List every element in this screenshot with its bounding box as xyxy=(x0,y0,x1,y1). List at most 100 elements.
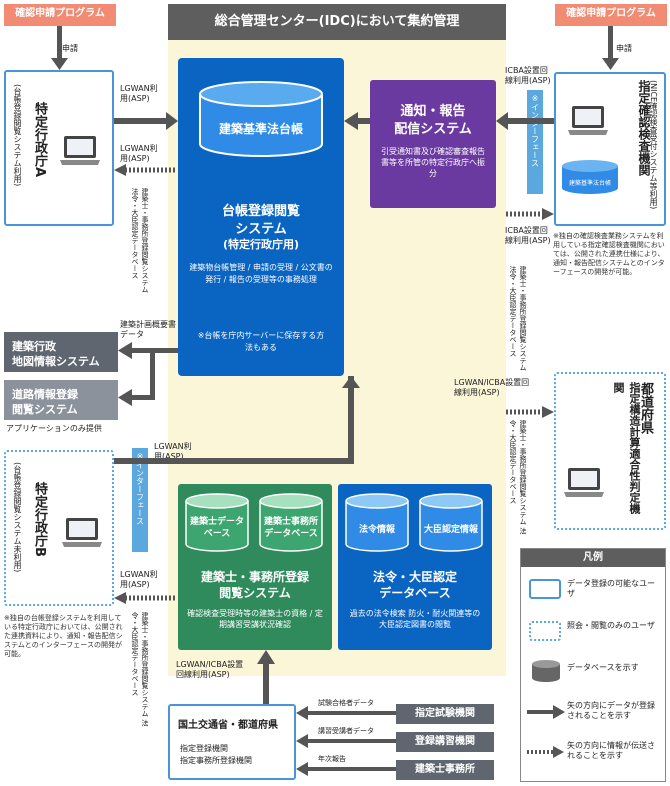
office-db-icon xyxy=(259,493,323,552)
road-system: 道路情報登録 閲覧システム xyxy=(4,380,118,420)
architect-desc: 確認検査受理時等の建築士の資格 / 定期講習受講状況確認 xyxy=(187,609,323,629)
laptop-icon xyxy=(568,106,608,135)
legend-item-5: 矢の方向に情報が伝送されることを示す xyxy=(567,741,655,760)
ledger-system-title3: (特定行政庁用) xyxy=(222,238,300,251)
law-system: 法令情報 大臣認定情報 法令・大臣認定 データベース 過去の法令検索 防火・耐火… xyxy=(338,484,492,650)
lgwan-icba-label-2: LGWAN/ICBA設置回線利用(ASP) xyxy=(176,660,244,679)
notify-title2: 配信システム xyxy=(394,122,472,137)
legend-item-1: データ登録の可能なユーザ xyxy=(567,579,655,598)
building-plan-data-label: 建築計画概要書データ xyxy=(120,320,176,339)
vert-list-2: 建築士・事務所登録閲覧システム 法令・大臣認定データベース xyxy=(509,266,527,371)
arrow-apply-left xyxy=(51,26,68,70)
architect-db-label: 建築士データベース xyxy=(189,517,244,539)
lgwan-label-2: LGWAN利用(ASP) xyxy=(120,144,158,163)
lgwan-icba-label-1: LGWAN/ICBA設置回線利用(ASP) xyxy=(454,378,530,397)
mlit-sub2: 指定事務所登録機関 xyxy=(180,756,252,765)
approval-db-icon xyxy=(419,493,483,552)
note-left: ※独自の台帳登録システムを利用している特定行政庁においては、公開された連携資料に… xyxy=(4,614,123,658)
arrow-ledger-gis xyxy=(118,342,178,359)
org-label-exam: 試験合格者データ xyxy=(318,699,374,707)
pref-sub: 指定構造計算適合性判定機関 xyxy=(612,382,641,514)
arrow-govA-ledger xyxy=(114,112,178,130)
org-exam: 指定試験機関 xyxy=(396,704,494,724)
laptop-icon xyxy=(62,518,102,547)
office-db-label: 建築士事務所データベース xyxy=(263,517,318,539)
arrow-to-shitei xyxy=(506,208,554,220)
architect-system: 建築士データベース 建築士事務所データベース 建築士・事務所登録 閲覧システム … xyxy=(178,484,332,650)
legend-item-3: データベースを示す xyxy=(567,663,639,672)
pref-box: 都道府県 指定構造計算適合性判定機関 xyxy=(554,372,666,530)
gov-a-box: (台帳登録閲覧システム利用) 特定行政庁A xyxy=(4,70,114,226)
center-title: 総合管理センター(IDC)において集約管理 xyxy=(168,4,506,40)
legend-dotted-arrow-icon xyxy=(527,746,564,758)
arrow-arch-govB xyxy=(114,592,175,604)
org-training: 登録講習機関 xyxy=(396,732,494,752)
mlit-sub1: 指定登録機関 xyxy=(180,744,228,753)
ledger-db-icon xyxy=(199,81,323,157)
gis-system: 建築行政 地図情報システム xyxy=(4,332,118,372)
ledger-system-note: ※台帳を庁内サーバーに保存する方法もある xyxy=(197,331,325,352)
app-only-label: アプリケーションのみ提供 xyxy=(6,424,102,433)
architect-title2: 閲覧システム xyxy=(219,586,291,600)
architect-title1: 建築士・事務所登録 xyxy=(200,570,309,584)
shitei-db-label: 建築基準法台帳 xyxy=(568,180,611,187)
laptop-icon xyxy=(564,468,604,497)
gis-line1: 建築行政 xyxy=(12,340,56,353)
architect-db-icon xyxy=(185,493,249,552)
legend-solid-arrow-icon xyxy=(527,705,565,719)
gov-a-title: 特定行政庁A xyxy=(32,102,47,178)
interface-label-right: ※インターフェース xyxy=(530,94,540,167)
arrow-to-road xyxy=(118,353,155,406)
ledger-system-desc: 建築物台帳管理 / 申請の受理 / 公文書の発行 / 報告の受理等の事務処理 xyxy=(189,263,333,284)
arrow-org-training xyxy=(296,734,396,748)
interface-label-left: ※インターフェース xyxy=(135,452,145,525)
arrow-org-office xyxy=(296,762,396,776)
arrow-ledger-govA xyxy=(114,164,175,176)
ledger-db-label: 建築基準法台帳 xyxy=(218,122,303,136)
note-right: ※独自の確認検査業務システムを利用している指定確認検査機関においては、公開された… xyxy=(553,232,665,276)
ledger-system-title2: システム xyxy=(235,222,287,237)
arrow-notify-ledger xyxy=(344,112,370,130)
vert-list-1: 建築士・事務所登録閲覧システム 法令・大臣認定データベース xyxy=(131,188,149,293)
mlit-box: 国土交通省・都道府県 指定登録機関 指定事務所登録機関 xyxy=(168,704,296,780)
mlit-title: 国土交通省・都道府県 xyxy=(178,720,278,731)
laptop-icon xyxy=(60,136,100,165)
legend-dotted-box xyxy=(529,621,561,641)
approval-db-label: 大臣認定情報 xyxy=(423,525,478,535)
gov-b-title: 特定行政庁B xyxy=(32,482,47,557)
arrow-org-exam xyxy=(296,706,396,720)
interface-tag-right: ※インターフェース xyxy=(527,90,543,194)
apply-program-left: 確認申請プログラム xyxy=(4,4,116,26)
law-title2: データベース xyxy=(379,586,451,600)
vert-list-3: 建築士・事務所登録閲覧システム 法令・大臣認定データベース xyxy=(509,420,527,535)
notify-desc: 引受通知書及び確認審査報告書等を所管の特定行政庁へ振分 xyxy=(381,147,485,178)
legend-title: 凡例 xyxy=(521,549,665,567)
arrow-mlit-arch xyxy=(257,650,275,704)
gov-b-box: (台帳登録閲覧システム未利用) 特定行政庁B xyxy=(4,450,114,606)
apply-label-left: 申請 xyxy=(62,44,78,53)
shitei-title: 指定確認検査機関 xyxy=(637,80,651,176)
org-label-training: 講習受講者データ xyxy=(318,727,374,735)
ledger-system: 建築基準法台帳 台帳登録閲覧 システム (特定行政庁用) 建築物台帳管理 / 申… xyxy=(178,58,344,376)
arrow-to-pref xyxy=(506,406,554,418)
road-line1: 道路情報登録 xyxy=(12,388,78,401)
shitei-db-icon xyxy=(562,160,618,194)
legend-solid-box xyxy=(529,579,561,599)
org-office: 建築士事務所 xyxy=(396,760,494,780)
legend-item-2: 照会・閲覧のみのユーザ xyxy=(567,621,655,630)
pref-title: 都道府県 xyxy=(638,382,653,434)
interface-tag-left: ※インターフェース xyxy=(132,448,148,552)
legend-db-icon xyxy=(532,660,560,682)
notify-system: 通知・報告 配信システム 引受通知書及び確認審査報告書等を所管の特定行政庁へ振分 xyxy=(370,80,496,208)
apply-label-right: 申請 xyxy=(616,44,632,53)
icba-label-2: ICBA設置回線利用(ASP) xyxy=(505,226,551,245)
org-label-annual: 年次報告 xyxy=(318,755,346,763)
arrow-govB-ledger xyxy=(114,376,360,464)
lgwan-label-3: LGWAN利用(ASP) xyxy=(154,442,192,461)
lgwan-label-1: LGWAN利用(ASP) xyxy=(120,84,158,103)
legend: 凡例 データ登録の可能なユーザ 照会・閲覧のみのユーザ データベースを示す 矢の… xyxy=(520,548,666,782)
notify-title1: 通知・報告 xyxy=(400,104,466,119)
lgwan-label-4: LGWAN利用(ASP) xyxy=(120,570,158,589)
gov-a-sub: (台帳登録閲覧システム利用) xyxy=(13,84,22,187)
gis-line2: 地図情報システム xyxy=(12,355,100,368)
